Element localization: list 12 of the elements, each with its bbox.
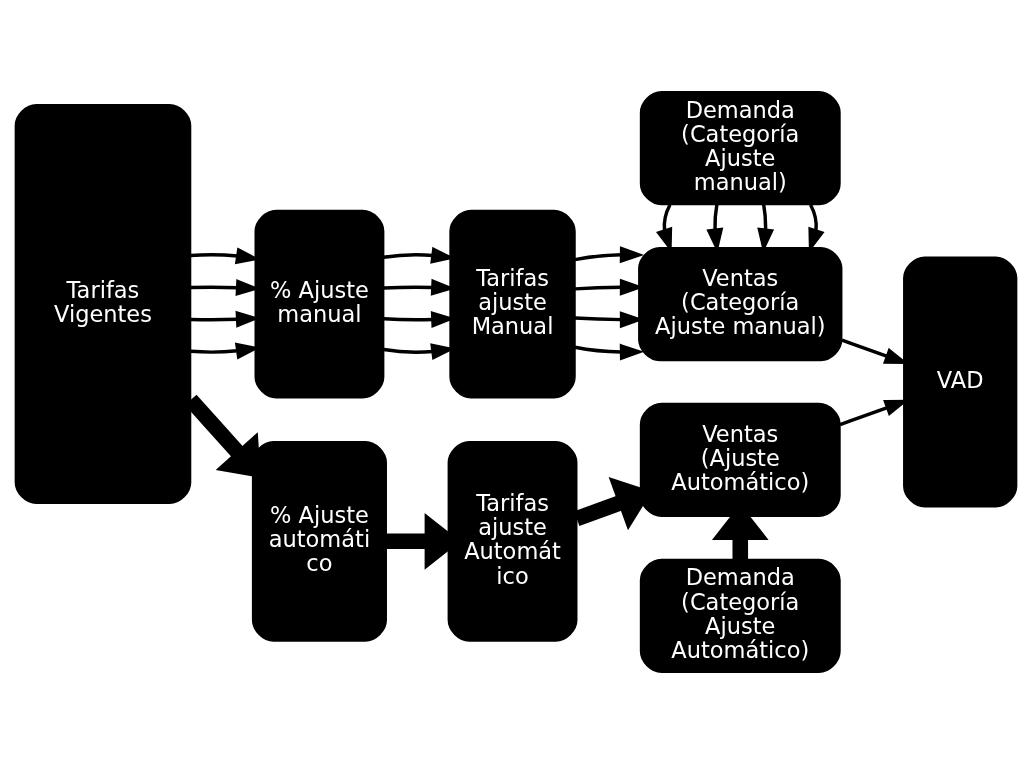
node-box: Ventas (Categoría Ajuste manual) bbox=[638, 246, 843, 361]
node-box: Demanda (Categoría Ajuste manual) bbox=[639, 90, 841, 205]
node-box: Tarifas ajuste Automát ico bbox=[447, 440, 578, 642]
node-box: Tarifas Vigentes bbox=[14, 103, 192, 504]
node-box: Demanda (Categoría Ajuste Automático) bbox=[639, 558, 841, 673]
node-box: % Ajuste automáti co bbox=[251, 440, 387, 642]
arrow bbox=[574, 343, 645, 361]
node-box: % Ajuste manual bbox=[254, 209, 385, 398]
node-box: Tarifas ajuste Manual bbox=[449, 209, 576, 398]
node-box: VAD bbox=[903, 255, 1018, 508]
arrow bbox=[574, 245, 645, 263]
node-box: Ventas (Ajuste Automático) bbox=[639, 402, 841, 517]
